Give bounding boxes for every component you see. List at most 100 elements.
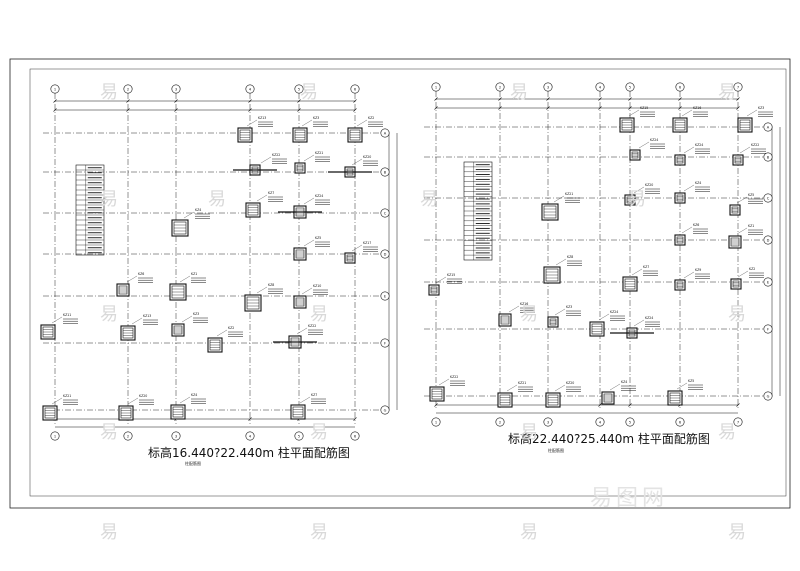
leader-line: [746, 109, 758, 117]
watermark-glyph: 易: [100, 82, 118, 103]
column-section: [170, 404, 186, 420]
axis-number: 6: [679, 420, 682, 424]
leader-line: [633, 319, 645, 327]
column-note: KZ5: [303, 236, 330, 247]
column-section: [116, 283, 130, 297]
axis-bubble-top: [595, 82, 605, 92]
column-tag: KZ3: [193, 312, 199, 316]
leader-line: [183, 211, 195, 219]
axis-number: 2: [499, 85, 501, 89]
column-section: [667, 390, 683, 406]
column-section: [245, 202, 261, 218]
column-note: KZ9: [683, 268, 710, 279]
axis-number: 7: [737, 420, 739, 424]
column-section: [730, 278, 742, 290]
dimension-tick: [598, 106, 602, 110]
watermark-glyph: 易: [100, 522, 118, 543]
column-tag: KZ17: [363, 241, 371, 245]
axis-bubble-right: [380, 167, 390, 177]
dimension-tick: [598, 97, 602, 101]
column-tag: KZ24: [650, 138, 658, 142]
dimension-tick: [434, 403, 438, 407]
column-tag: KZ22: [450, 375, 458, 379]
column-note: KZ5: [736, 193, 763, 204]
column-section: [171, 219, 189, 237]
leader-line: [351, 244, 363, 252]
axis-bubble-bottom: [625, 417, 635, 427]
column-section: [344, 252, 356, 264]
axis-bubble-right: [763, 391, 773, 401]
leader-line: [508, 305, 520, 313]
column-tag: KZ6: [693, 223, 699, 227]
axis-number: 4: [599, 420, 602, 424]
column-note: KZ1: [179, 272, 206, 283]
column-note: KZ16: [508, 302, 535, 313]
dimension-tick: [174, 99, 178, 103]
leader-line: [356, 119, 368, 127]
column-tag: KZ24: [645, 316, 653, 320]
axis-bubble-top: [431, 82, 441, 92]
dimension-tick: [248, 108, 252, 112]
column-tag: KZ4: [695, 181, 701, 185]
axis-bubble-bottom: [733, 417, 743, 427]
sheet-inner-border: [29, 68, 787, 497]
axis-bubble-bottom: [431, 417, 441, 427]
column-note: KZ17: [351, 241, 378, 252]
dimension-tick: [498, 97, 502, 101]
axis-bubble-right: [380, 291, 390, 301]
column-note: KZ24: [638, 138, 665, 149]
column-section: [293, 247, 307, 261]
column-section: [294, 162, 306, 174]
leader-line: [296, 327, 308, 335]
column-tag: KZ2: [749, 267, 755, 271]
column-tag: KZ5: [748, 193, 754, 197]
axis-bubble-top: [123, 84, 133, 94]
dimension-tick: [353, 99, 357, 103]
axis-letter: E: [384, 294, 387, 298]
sheet-border: [9, 58, 791, 509]
dimension-tick: [174, 108, 178, 112]
leader-line: [555, 258, 567, 266]
column-section: [545, 392, 561, 408]
axis-bubble-right: [380, 208, 390, 218]
column-note: KZ4: [683, 181, 710, 192]
column-tag: KZ1: [191, 272, 197, 276]
leader-line: [628, 109, 640, 117]
column-section: [672, 117, 688, 133]
watermark-glyph: 易: [100, 189, 118, 210]
dimension-tick: [353, 108, 357, 112]
column-note: KZ2: [216, 326, 243, 337]
axis-bubble-bottom: [543, 417, 553, 427]
leader-line: [633, 186, 645, 194]
column-section: [347, 127, 363, 143]
column-tag: KZ5: [688, 379, 694, 383]
watermark-glyph: 易: [208, 189, 226, 210]
column-section: [732, 154, 744, 166]
axis-bubble-top: [733, 82, 743, 92]
leader-line: [256, 286, 268, 294]
axis-bubble-right: [763, 324, 773, 334]
axis-bubble-bottom: [675, 417, 685, 427]
column-section: [619, 117, 635, 133]
column-tag: KZ7: [643, 265, 649, 269]
column-section: [292, 127, 308, 143]
column-tag: KZ3: [313, 116, 319, 120]
column-section: [601, 391, 615, 405]
axis-bubble-bottom: [123, 431, 133, 441]
column-section: [547, 316, 559, 328]
column-note: KZ4: [183, 208, 210, 219]
dimension-tick: [546, 106, 550, 110]
column-tag: KZ9: [695, 268, 701, 272]
column-tag: KZ2: [228, 326, 234, 330]
column-tag: KZ4: [191, 393, 197, 397]
leader-line: [609, 383, 621, 391]
column-tag: KZ8: [567, 255, 573, 259]
axis-number: 4: [249, 434, 252, 438]
column-section: [293, 295, 307, 309]
axis-number: 3: [547, 85, 549, 89]
watermark-glyph: 易: [300, 82, 318, 103]
axis-number: 1: [54, 434, 56, 438]
column-section: [428, 284, 440, 296]
